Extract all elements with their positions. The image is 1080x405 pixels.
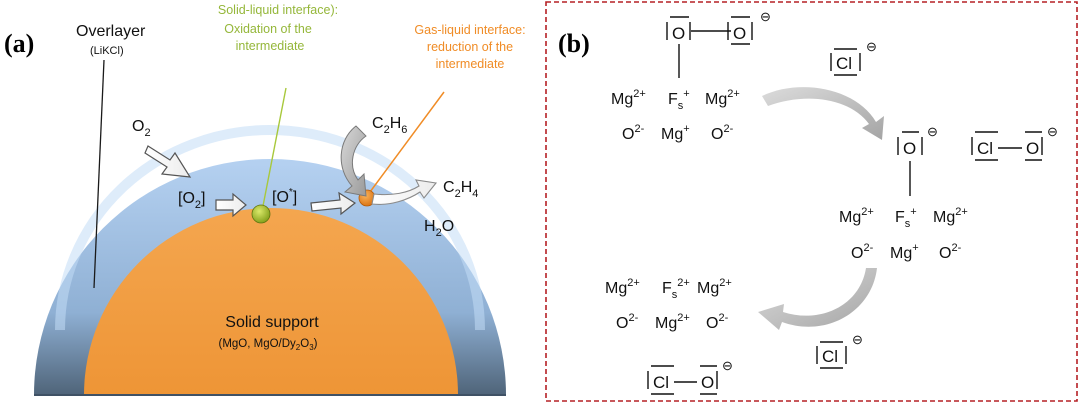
overlayer-highlight [55, 125, 485, 331]
svg-text:Fs2+: Fs2+ [662, 277, 690, 301]
chloride-top: Cl ⊖ [836, 39, 877, 73]
h2o-label: H2O [424, 218, 454, 239]
chloride-bottom: Cl ⊖ [822, 332, 863, 366]
svg-text:O2-: O2- [622, 123, 645, 143]
hypochlorite-bottom: Cl O ⊖ [653, 358, 733, 392]
svg-text:Mg2+: Mg2+ [705, 88, 740, 108]
overlayer-pointer [93, 59, 105, 289]
svg-text:O2-: O2- [706, 312, 729, 332]
o2-gas: O2 [132, 118, 151, 139]
o2-adsorbed: [O2] [178, 190, 205, 211]
defect-site-1: Mg2+ Fs+ Mg2+ O2- Mg+ O2- [611, 88, 740, 143]
c2h4-label: C2H4 [443, 179, 478, 200]
panel-a: (a) Overlayer (LiKCl) Solid-liquid inter… [4, 3, 526, 396]
svg-text:Cl: Cl [836, 54, 852, 73]
svg-text:Fs+: Fs+ [668, 88, 690, 112]
o-star: [O*] [272, 187, 297, 206]
svg-text:Mg2+: Mg2+ [839, 206, 874, 226]
overlayer-sub: (LiKCl) [90, 45, 124, 57]
panel-b: (b) O O ⊖ Cl ⊖ [545, 1, 1078, 402]
panel-b-label: (b) [558, 29, 590, 58]
svg-text:Cl: Cl [653, 373, 669, 392]
panel-a-label: (a) [4, 29, 34, 58]
svg-text:⊖: ⊖ [866, 39, 877, 54]
svg-text:O2-: O2- [616, 312, 639, 332]
support-title: Solid support [225, 314, 319, 331]
sl-label-3: intermediate [236, 39, 305, 53]
svg-text:⊖: ⊖ [722, 358, 733, 373]
svg-text:Mg+: Mg+ [890, 242, 919, 262]
sl-label-2: Oxidation of the [224, 22, 312, 36]
defect-site-3: Mg2+ Fs2+ Mg2+ O2- Mg2+ O2- [605, 277, 732, 332]
solid-liquid-site [251, 204, 271, 224]
gl-label-3: intermediate [436, 57, 505, 71]
svg-text:Mg2+: Mg2+ [697, 277, 732, 297]
svg-text:Mg2+: Mg2+ [605, 277, 640, 297]
hypochlorite-mid: Cl O ⊖ [977, 124, 1058, 158]
svg-text:O: O [701, 373, 714, 392]
c2h6-label: C2H6 [372, 115, 407, 136]
svg-text:O2-: O2- [851, 242, 874, 262]
c2h4-arrow [371, 179, 438, 205]
ostar-to-gl-arrow [310, 191, 357, 216]
overlayer-title: Overlayer [76, 23, 146, 40]
svg-text:Mg2+: Mg2+ [933, 206, 968, 226]
o2-adsorb-arrow [144, 145, 192, 178]
svg-text:O: O [903, 139, 916, 158]
svg-text:Mg2+: Mg2+ [611, 88, 646, 108]
svg-text:⊖: ⊖ [852, 332, 863, 347]
support-sub: (MgO, MgO/Dy2O3) [218, 338, 317, 352]
svg-text:⊖: ⊖ [927, 124, 938, 139]
sl-label-1: Solid-liquid interface): [218, 3, 338, 17]
c2h6-arrow [340, 125, 367, 197]
gl-label-1: Gas-liquid interface: [414, 23, 525, 37]
defect-site-2: Mg2+ Fs+ Mg2+ O2- Mg+ O2- [839, 206, 968, 262]
svg-text:Cl: Cl [822, 347, 838, 366]
svg-text:O2-: O2- [939, 242, 962, 262]
o2-to-ostar-arrow [215, 192, 247, 218]
svg-text:O: O [733, 24, 746, 43]
svg-text:⊖: ⊖ [1047, 124, 1058, 139]
peroxide-top: O O ⊖ [672, 9, 771, 43]
svg-text:Cl: Cl [977, 139, 993, 158]
svg-text:Fs+: Fs+ [895, 206, 917, 230]
svg-text:O: O [1026, 139, 1039, 158]
sl-pointer [262, 87, 287, 207]
oxide-radical: O ⊖ [903, 124, 938, 158]
cycle-arrow-2 [758, 268, 877, 330]
svg-text:Mg2+: Mg2+ [655, 312, 690, 332]
gl-pointer [369, 91, 445, 193]
solid-support [84, 208, 458, 395]
svg-text:O: O [672, 24, 685, 43]
svg-text:O2-: O2- [711, 123, 734, 143]
svg-text:⊖: ⊖ [760, 9, 771, 24]
panel-b-frame [545, 1, 1078, 402]
gl-label-2: reduction of the [427, 40, 513, 54]
cycle-arrow-1 [762, 87, 884, 140]
svg-text:Mg+: Mg+ [661, 123, 690, 143]
